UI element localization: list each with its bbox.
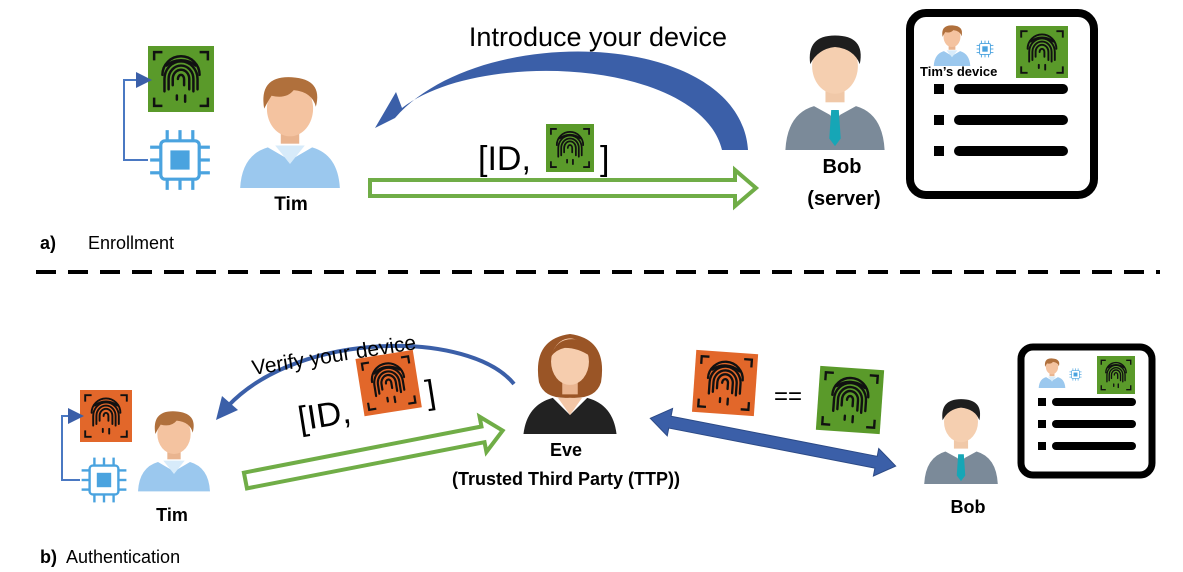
bob-label: Bob — [823, 156, 862, 178]
chip-to-fingerprint-connector — [61, 408, 84, 481]
section-b-letter: b) — [40, 547, 57, 567]
section-a-letter: a) — [40, 233, 56, 253]
compare-equals: == — [774, 383, 802, 410]
chip-icon — [148, 128, 212, 192]
message-id-open: [ID, — [478, 140, 531, 178]
double-arrow-icon — [649, 407, 897, 477]
message-fingerprint-icon — [355, 349, 422, 417]
section-b-title: Authentication — [66, 547, 180, 567]
card-fingerprint-icon — [1016, 26, 1068, 78]
chip-to-fingerprint-connector — [123, 72, 152, 161]
card-fingerprint-icon — [1097, 356, 1135, 394]
fingerprint-icon — [148, 46, 214, 112]
section-b-authentication: Tim Verify your device [ID, ] Eve (Trust… — [40, 331, 1156, 567]
bob-person-icon — [785, 35, 885, 150]
bob-label: Bob — [951, 497, 986, 517]
tim-label: Tim — [274, 194, 307, 215]
auth-send-arrow — [241, 412, 506, 491]
section-a-title: Enrollment — [88, 233, 174, 253]
database-card-icon — [1017, 343, 1156, 479]
card-list-lines — [1038, 398, 1136, 450]
verify-device-arrow — [226, 343, 516, 408]
card-device-label: Tim’s device — [920, 64, 997, 79]
section-a-enrollment: Tim Introduce your device [ID, ] Bob (se… — [40, 9, 1098, 253]
fingerprint-icon — [80, 390, 132, 442]
message-close-bracket: ] — [600, 140, 609, 178]
tim-person-icon — [138, 411, 210, 492]
message-close-bracket: ] — [423, 373, 438, 412]
introduce-device-text: Introduce your device — [469, 22, 727, 52]
message-id-open: [ID, — [295, 393, 353, 439]
database-card-icon: Tim’s device — [906, 9, 1098, 199]
compare-orange-fingerprint-icon — [691, 349, 759, 417]
tim-label: Tim — [156, 505, 188, 525]
chip-icon — [80, 456, 128, 504]
eve-label: Eve — [550, 440, 582, 460]
enrollment-send-arrow — [368, 165, 760, 211]
auth-message: [ID, ] — [295, 349, 438, 439]
compare-green-fingerprint-icon — [815, 365, 885, 435]
introduce-device-arrow — [375, 51, 748, 150]
card-list-lines — [934, 84, 1068, 156]
eve-role-label: (Trusted Third Party (TTP)) — [452, 469, 680, 489]
tim-person-icon — [240, 77, 340, 188]
message-fingerprint-icon — [546, 124, 594, 172]
verify-device-arrowhead — [216, 396, 238, 420]
bob-server-label: (server) — [807, 188, 880, 210]
eve-person-icon — [523, 334, 617, 434]
bob-person-icon — [924, 399, 998, 484]
